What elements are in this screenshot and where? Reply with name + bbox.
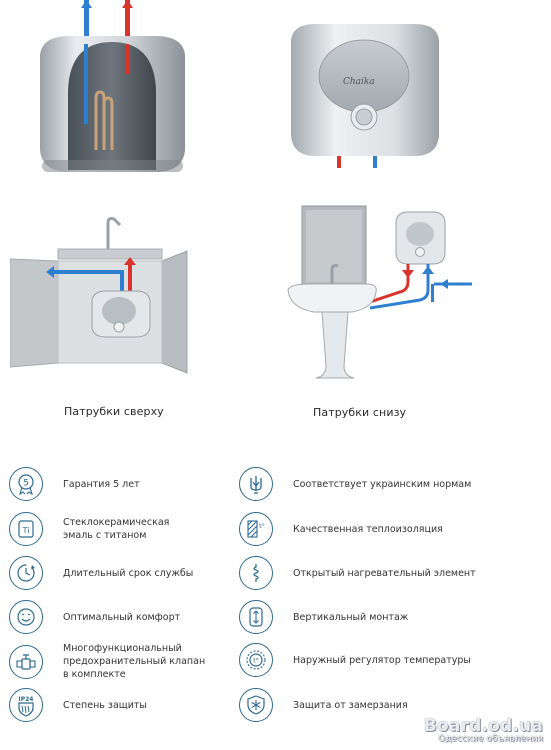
temperature-regulator-icon: t° <box>239 643 273 677</box>
feature-frost-protection: Защита от замерзания <box>239 688 408 722</box>
svg-text:t°: t° <box>259 522 265 530</box>
feature-insulation-text: Качественная теплоизоляция <box>293 523 443 535</box>
sink-install-illustration <box>278 200 478 390</box>
feature-protection: IP24 Степень защиты <box>9 688 147 722</box>
cabinet-install-illustration <box>10 215 190 375</box>
feature-vertical-mount-text: Вертикальный монтаж <box>293 611 409 623</box>
feature-temperature-regulator-text: Наружный регулятор температуры <box>293 654 471 666</box>
feature-titanium-enamel-text: Стеклокерамическая эмаль с титаном <box>63 517 170 541</box>
insulation-icon: t° <box>239 512 273 546</box>
svg-text:IP24: IP24 <box>19 696 34 703</box>
heater-front-illustration: Chaika <box>285 18 445 168</box>
caption-bottom-outlets: Патрубки снизу <box>313 406 407 419</box>
watermark-sub: Одесские объявления <box>438 734 543 744</box>
svg-text:Ti: Ti <box>22 526 30 535</box>
feature-protection-text: Степень защиты <box>63 699 147 711</box>
feature-long-service-text: Длительный срок службы <box>63 567 194 579</box>
feature-heating-element-text: Открытый нагревательный элемент <box>293 567 476 579</box>
ip24-shield-icon: IP24 <box>9 688 43 722</box>
feature-titanium-enamel: Ti Стеклокерамическая эмаль с титаном <box>9 512 169 546</box>
valve-icon <box>9 644 43 679</box>
feature-temperature-regulator: t° Наружный регулятор температуры <box>239 643 471 677</box>
feature-ukraine-norms: Соответствует украинским нормам <box>239 467 471 501</box>
feature-heating-element: Открытый нагревательный элемент <box>239 556 476 590</box>
feature-comfort-text: Оптимальный комфорт <box>63 611 181 623</box>
ti-icon: Ti <box>9 512 43 546</box>
svg-text:t°: t° <box>253 657 259 665</box>
feature-comfort: Оптимальный комфорт <box>9 600 180 634</box>
feature-warranty: 5 Гарантия 5 лет <box>9 467 140 501</box>
snowflake-shield-icon <box>239 688 273 722</box>
feature-ukraine-norms-text: Соответствует украинским нормам <box>293 478 472 490</box>
trident-icon <box>239 467 273 501</box>
feature-safety-valve-text: Многофункциональный предохранительный кл… <box>63 643 206 680</box>
clock-icon <box>9 556 43 590</box>
svg-text:5: 5 <box>23 479 29 489</box>
feature-safety-valve: Многофункциональный предохранительный кл… <box>9 642 205 681</box>
watermark-main: Board.od.ua <box>423 716 543 736</box>
watermark: Board.od.ua Одесские объявления <box>424 716 543 744</box>
feature-warranty-text: Гарантия 5 лет <box>63 478 140 490</box>
heater-cutaway-illustration <box>30 0 195 175</box>
feature-long-service: Длительный срок службы <box>9 556 193 590</box>
warranty-5-icon: 5 <box>9 467 43 501</box>
brand-logo: Chaika <box>343 77 375 87</box>
caption-top-outlets: Патрубки сверху <box>64 405 164 418</box>
heating-element-icon <box>239 556 273 590</box>
feature-insulation: t° Качественная теплоизоляция <box>239 512 443 546</box>
vertical-mount-icon <box>239 600 273 634</box>
smile-icon <box>9 600 43 634</box>
feature-vertical-mount: Вертикальный монтаж <box>239 600 408 634</box>
feature-frost-protection-text: Защита от замерзания <box>293 699 408 711</box>
